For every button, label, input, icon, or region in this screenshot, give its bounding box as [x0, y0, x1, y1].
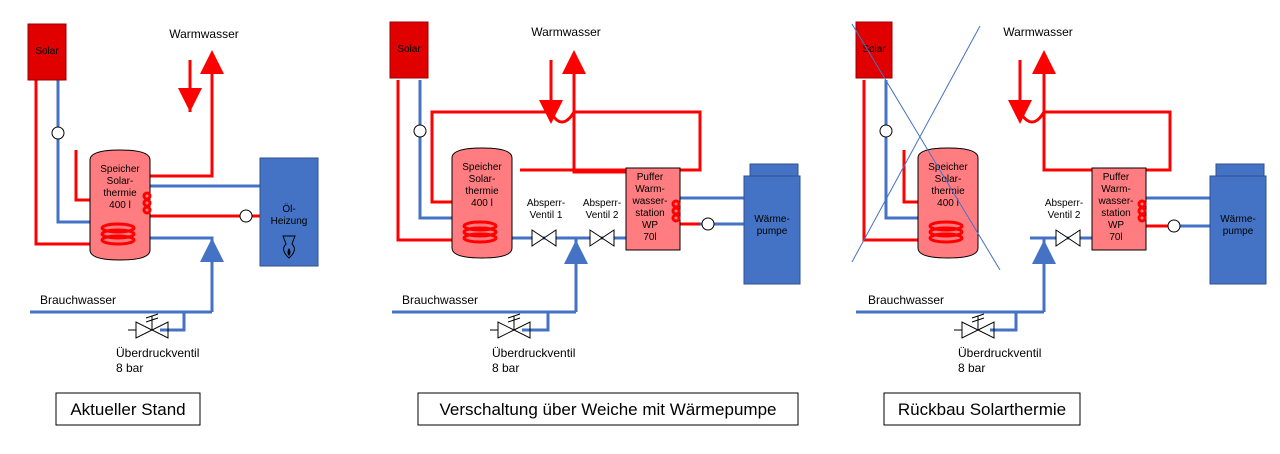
shutoff-valve-2-label-line1: Absperr- — [583, 198, 621, 209]
caption: Aktueller Stand — [70, 400, 185, 419]
shutoff-valve-icon — [531, 229, 557, 247]
pump-icon — [879, 124, 893, 138]
brauchwasser-label: Brauchwasser — [868, 293, 944, 307]
heat-pump — [743, 175, 801, 285]
pressure-relief-valve-icon — [490, 313, 531, 339]
buffer-coil-icon — [671, 199, 681, 223]
buffer-coil-icon — [1137, 199, 1147, 223]
pressure-relief-valve-icon — [954, 313, 995, 339]
shutoff-valve-2-label-line2: Ventil 2 — [586, 210, 619, 221]
buffer-label-line6: 70l — [1109, 232, 1122, 243]
relief-valve-label-line2: 8 bar — [116, 361, 143, 375]
brauchwasser-label: Brauchwasser — [40, 293, 116, 307]
relief-valve-label-line2: 8 bar — [958, 361, 985, 375]
tank-label-line2: Solar- — [107, 176, 134, 187]
tank-label-line3: thermie — [103, 188, 137, 199]
hot-pipes — [34, 50, 260, 246]
heater-label-line1: Öl- — [282, 203, 295, 215]
solar-label: Solar — [862, 44, 886, 55]
buffer-label-line6: 70l — [643, 232, 656, 243]
tank-label-line4: 400 l — [471, 198, 493, 209]
solar-label: Solar — [35, 46, 59, 57]
panel-current-state: Solar Warmwasser Speicher Solar- thermie… — [27, 23, 319, 426]
warmwasser-label: Warmwasser — [531, 25, 601, 39]
heatpump-label-line2: pumpe — [757, 226, 788, 237]
tank-label-line1: Speicher — [100, 164, 140, 175]
shutoff-valve-1-label-line1: Absperr- — [527, 198, 565, 209]
buffer-tank — [1091, 167, 1147, 251]
caption: Verschaltung über Weiche mit Wärmepumpe — [439, 400, 776, 419]
solar-collector — [389, 21, 429, 79]
heatpump-top — [749, 163, 799, 177]
buffer-label-line2: Warm- — [635, 184, 665, 195]
tank-coil-icon — [100, 222, 136, 246]
shutoff-valve-2-label-line2: Ventil 2 — [1048, 210, 1081, 221]
heatpump-label-line2: pumpe — [1223, 226, 1254, 237]
relief-valve-label-line1: Überdruckventil — [116, 346, 199, 360]
heater-label-line2: Heizung — [271, 216, 308, 227]
flame-icon — [282, 235, 296, 259]
relief-valve-label-line1: Überdruckventil — [958, 346, 1041, 360]
relief-valve-label-line1: Überdruckventil — [492, 346, 575, 360]
buffer-label-line2: Warm- — [1101, 184, 1131, 195]
pump-icon — [239, 209, 253, 223]
shutoff-valve-icon — [1055, 229, 1081, 247]
tank-label-line1: Speicher — [928, 162, 968, 173]
caption: Rückbau Solarthermie — [898, 400, 1066, 419]
tank-label-line2: Solar- — [935, 174, 962, 185]
tank-small-coil-icon — [142, 191, 152, 215]
tank-label-line4: 400 l — [109, 200, 131, 211]
brauchwasser-label: Brauchwasser — [402, 293, 478, 307]
shutoff-valve-icon — [589, 229, 615, 247]
heatpump-label-line1: Wärme- — [1220, 214, 1256, 225]
strike-through-icon — [851, 23, 1001, 271]
tank-label-line1: Speicher — [462, 162, 502, 173]
buffer-label-line1: Puffer — [1103, 172, 1130, 183]
pump-icon — [51, 126, 65, 140]
heat-pump — [1209, 175, 1267, 285]
caption-box — [55, 392, 201, 426]
shutoff-valve-2-label-line1: Absperr- — [1045, 198, 1083, 209]
relief-valve-label-line2: 8 bar — [492, 361, 519, 375]
solar-collector — [27, 23, 67, 81]
tank-label-line2: Solar- — [469, 174, 496, 185]
cold-pipes — [856, 80, 1210, 332]
buffer-label-line1: Puffer — [637, 172, 664, 183]
tank-label-line3: thermie — [465, 186, 499, 197]
tank-label-line4: 400 l — [937, 198, 959, 209]
buffer-label-line3: wasser- — [1097, 196, 1133, 207]
tank-label-line3: thermie — [931, 186, 965, 197]
pressure-relief-valve-icon — [128, 313, 169, 339]
solar-collector — [855, 21, 893, 79]
buffer-tank — [625, 167, 681, 251]
hot-pipes — [396, 50, 702, 242]
tank-coil-icon — [462, 220, 498, 244]
pump-icon — [1167, 219, 1181, 233]
panel-heat-pump-integration: Solar Warmwasser Speicher Solar- thermie… — [389, 21, 801, 426]
buffer-label-line5: WP — [642, 220, 658, 231]
shutoff-valve-1-label-line2: Ventil 1 — [530, 210, 563, 221]
warmwasser-label: Warmwasser — [1003, 25, 1073, 39]
panel-solar-removal: Solar Warmwasser Speicher Solar- thermie… — [851, 21, 1267, 426]
buffer-label-line3: wasser- — [631, 196, 667, 207]
buffer-label-line4: station — [1101, 208, 1130, 219]
caption-box — [417, 392, 799, 426]
pump-icon — [701, 217, 715, 231]
buffer-label-line4: station — [635, 208, 664, 219]
buffer-label-line5: WP — [1108, 220, 1124, 231]
tank-coil-icon — [928, 220, 964, 244]
warmwasser-label: Warmwasser — [169, 27, 239, 41]
heatpump-label-line1: Wärme- — [754, 214, 790, 225]
heatpump-top — [1215, 163, 1265, 177]
solar-label: Solar — [397, 44, 421, 55]
pump-icon — [413, 124, 427, 138]
caption-box — [883, 392, 1081, 426]
